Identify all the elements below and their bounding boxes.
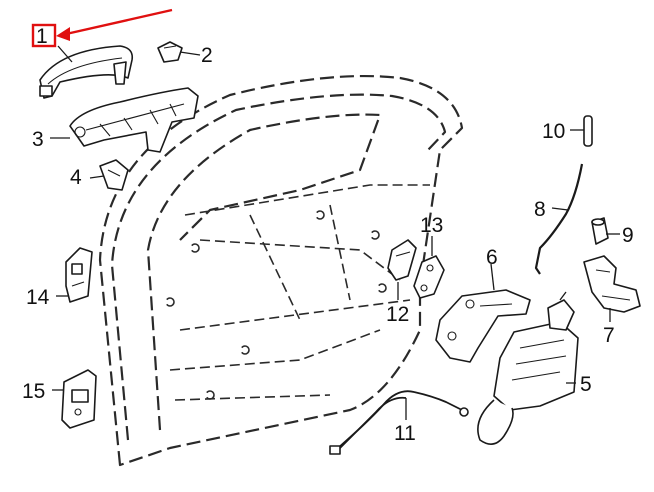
part-9-grommet[interactable] [591,217,609,245]
part-11-cable[interactable] [329,390,469,455]
callout-4: 4 [70,166,82,189]
callout-11: 11 [394,422,416,445]
part-5-door-latch[interactable] [477,291,579,445]
callout-15: 15 [22,380,45,403]
highlight-arrow-head [56,27,70,41]
highlight-callout-1 [31,8,173,48]
callout-10: 10 [542,120,565,143]
part-13-bracket[interactable] [413,255,445,299]
part-10-lock-knob[interactable] [583,115,593,147]
part-12-bracket[interactable] [387,239,417,281]
door-frame-outline [98,74,464,467]
highlight-box [31,23,57,48]
callout-7: 7 [603,324,615,347]
highlight-arrow-shaft [65,8,173,36]
part-15-striker-plate[interactable] [61,369,97,429]
part-8-lock-rod[interactable] [534,163,584,275]
callout-2: 2 [201,44,213,67]
part-6-lock-bracket[interactable] [435,289,531,363]
leader-lines [50,45,620,420]
callout-6: 6 [486,246,498,269]
callout-13: 13 [420,214,443,237]
callout-1: 1 [36,25,48,48]
callout-5: 5 [580,373,592,396]
part-2-cap[interactable] [157,41,183,63]
part-14-bracket[interactable] [65,247,93,303]
callout-12: 12 [386,303,409,326]
callout-8: 8 [534,198,546,221]
part-1-outside-handle[interactable] [39,45,134,99]
callout-3: 3 [32,128,44,151]
callout-14: 14 [26,286,50,309]
part-4-clip[interactable] [99,159,129,191]
part-7-lock-cover[interactable] [583,255,641,313]
callout-9: 9 [622,224,634,247]
part-3-handle-carrier[interactable] [69,87,199,153]
callout-numbers: 1 2 3 4 5 6 7 8 9 10 11 12 13 14 15 [22,25,634,445]
